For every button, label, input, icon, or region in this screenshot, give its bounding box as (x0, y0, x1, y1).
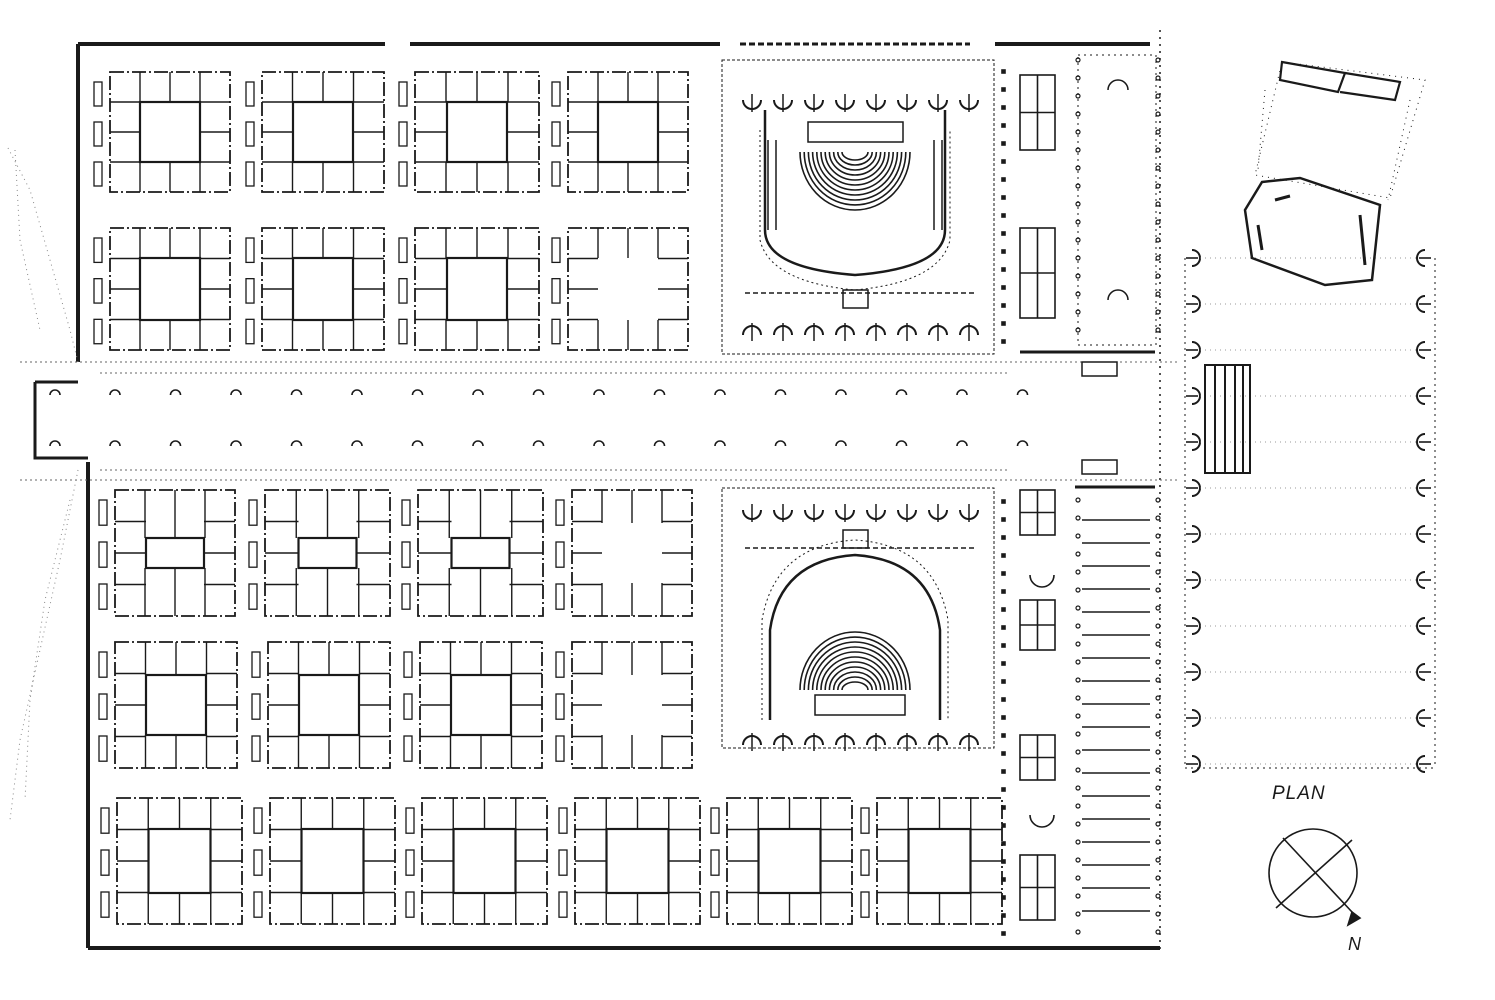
north-label: N (1348, 934, 1361, 954)
west-entry-dotted (7, 147, 79, 821)
courtyard-block (245, 227, 385, 351)
courtyard-block (555, 489, 693, 617)
courtyard-block (248, 489, 391, 617)
courtyard-block (98, 641, 238, 769)
courtyard-block (245, 71, 385, 193)
corridor-columns (49, 389, 1029, 447)
pavilion-northeast (1243, 60, 1426, 287)
courtyard-block (93, 227, 231, 351)
courtyard-block (398, 227, 540, 351)
central-corridor (20, 361, 1180, 481)
theatre-north (721, 59, 995, 355)
seating-rows-south (799, 631, 911, 691)
east-courtyard (1075, 54, 1161, 346)
courtyard-block (98, 489, 236, 617)
courtyard-block (401, 489, 544, 617)
north-arrow-icon (1268, 828, 1362, 927)
east-courtyard-columns (1075, 57, 1161, 333)
outer-wall (33, 30, 1161, 950)
arches-north (742, 94, 979, 341)
courtyard-block (403, 641, 543, 769)
courtyard-blocks (93, 71, 1003, 925)
courtyard-block (551, 227, 689, 351)
courtyard-block (251, 641, 391, 769)
east-entry-steps (1081, 361, 1251, 475)
plan-title: PLAN (1272, 783, 1326, 804)
theatre-south (721, 487, 995, 751)
courtyard-block (551, 71, 689, 193)
courtyard-block (860, 797, 1003, 925)
arches-south (742, 504, 979, 751)
east-room-strip (1001, 69, 1056, 936)
courtyard-block (405, 797, 548, 925)
courtyard-block (100, 797, 243, 925)
east-colonnade-south (1075, 497, 1161, 935)
east-plaza (1184, 249, 1436, 773)
courtyard-block (558, 797, 701, 925)
courtyard-block (253, 797, 396, 925)
courtyard-block (93, 71, 231, 193)
seating-rows-north (799, 151, 911, 211)
courtyard-block (555, 641, 693, 769)
courtyard-block (710, 797, 853, 925)
courtyard-block (398, 71, 540, 193)
